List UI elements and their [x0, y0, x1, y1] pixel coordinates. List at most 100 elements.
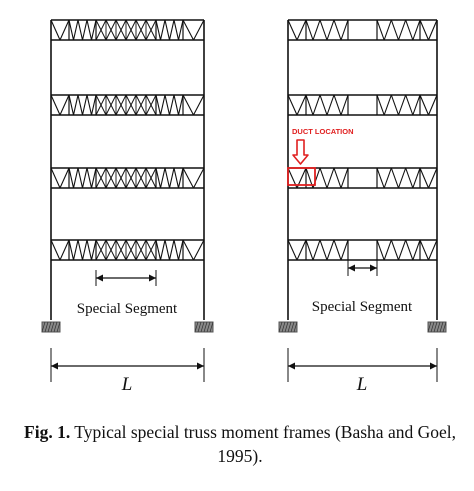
x-brace: [95, 167, 107, 189]
diagonal: [376, 94, 385, 116]
right-support-hatch: [436, 321, 441, 333]
diagonal: [182, 167, 194, 189]
truss-level-2: [287, 94, 438, 116]
left-truss-frame: [41, 19, 214, 382]
diagonal: [81, 94, 88, 116]
diagonal: [168, 19, 175, 41]
diagonal: [81, 239, 88, 261]
caption-figure-label: Fig. 1.: [24, 422, 71, 442]
diagonal: [68, 239, 75, 261]
diagonal: [90, 19, 97, 41]
special-segment-arrow-left-arrowhead: [96, 274, 103, 282]
x-brace: [145, 167, 157, 189]
right-support: [427, 321, 447, 333]
diagonal: [383, 239, 392, 261]
diagonal: [68, 167, 75, 189]
figure-caption: Fig. 1. Typical special truss moment fra…: [20, 420, 460, 468]
diagonal: [77, 167, 84, 189]
x-brace: [105, 167, 117, 189]
diagonal: [77, 239, 84, 261]
left-support-hatch: [41, 321, 46, 333]
diagonal: [376, 19, 385, 41]
diagonal: [173, 167, 180, 189]
diagonal: [312, 19, 321, 41]
diagonal: [159, 94, 166, 116]
right-support-hatch: [439, 321, 444, 333]
diagonal: [50, 239, 61, 261]
truss-level-1: [287, 19, 438, 41]
left-support-hatch: [50, 321, 55, 333]
diagonal: [412, 94, 421, 116]
x-brace: [135, 94, 147, 116]
x-brace: [125, 19, 137, 41]
left-support: [278, 321, 298, 333]
diagonal: [81, 167, 88, 189]
diagonal: [72, 167, 79, 189]
diagonal: [305, 94, 314, 116]
diagonal: [193, 167, 205, 189]
diagonal: [319, 239, 328, 261]
diagonal: [405, 19, 414, 41]
diagonal: [333, 94, 342, 116]
truss-level-3: [50, 167, 205, 189]
diagonal: [427, 239, 438, 261]
diagonal: [397, 19, 407, 41]
diagonal: [340, 94, 349, 116]
diagonal: [159, 19, 166, 41]
x-brace: [135, 167, 147, 189]
diagonal: [90, 167, 97, 189]
diagonal: [397, 94, 407, 116]
diagonal: [390, 239, 400, 261]
span-arrow-right-arrowhead: [197, 362, 204, 370]
diagonal: [182, 19, 194, 41]
truss-level-4: [287, 239, 438, 261]
diagonal: [305, 19, 314, 41]
truss-level-2: [50, 94, 205, 116]
x-brace: [95, 239, 107, 261]
diagonal: [326, 167, 335, 189]
span-arrow-right-arrowhead: [430, 362, 437, 370]
diagonal: [81, 19, 88, 41]
diagonal: [296, 239, 307, 261]
diagonal: [59, 167, 70, 189]
diagonal: [173, 19, 180, 41]
diagonal: [72, 239, 79, 261]
diagonal: [405, 94, 414, 116]
diagonal: [72, 19, 79, 41]
diagonal: [177, 19, 184, 41]
diagonal: [412, 19, 421, 41]
right-support-hatch: [430, 321, 435, 333]
diagonal: [72, 94, 79, 116]
left-support-hatch: [44, 321, 49, 333]
x-brace: [145, 239, 157, 261]
diagonal: [419, 19, 430, 41]
diagonal: [173, 239, 180, 261]
diagonal: [155, 19, 162, 41]
x-brace: [145, 19, 157, 41]
caption-text: Typical special truss moment frames (Bas…: [70, 422, 456, 466]
right-special-segment-label: Special Segment: [312, 299, 413, 315]
duct-location-arrow: [292, 139, 309, 165]
diagonal: [312, 94, 321, 116]
diagonal: [86, 167, 93, 189]
duct-location-label: DUCT LOCATION: [292, 127, 354, 136]
diagonal: [376, 239, 385, 261]
diagonal: [164, 239, 171, 261]
diagonal: [77, 94, 84, 116]
diagonal: [287, 239, 298, 261]
diagonal: [90, 239, 97, 261]
diagonal: [177, 94, 184, 116]
diagonal: [312, 239, 321, 261]
x-brace: [125, 239, 137, 261]
diagonal: [164, 94, 171, 116]
diagonal: [155, 167, 162, 189]
diagonal: [86, 94, 93, 116]
diagonal: [412, 167, 421, 189]
x-brace: [95, 94, 107, 116]
x-brace: [135, 239, 147, 261]
diagonal: [397, 167, 407, 189]
diagonal: [177, 239, 184, 261]
right-support-hatch: [209, 321, 214, 333]
diagonal: [182, 94, 194, 116]
diagonal: [383, 19, 392, 41]
